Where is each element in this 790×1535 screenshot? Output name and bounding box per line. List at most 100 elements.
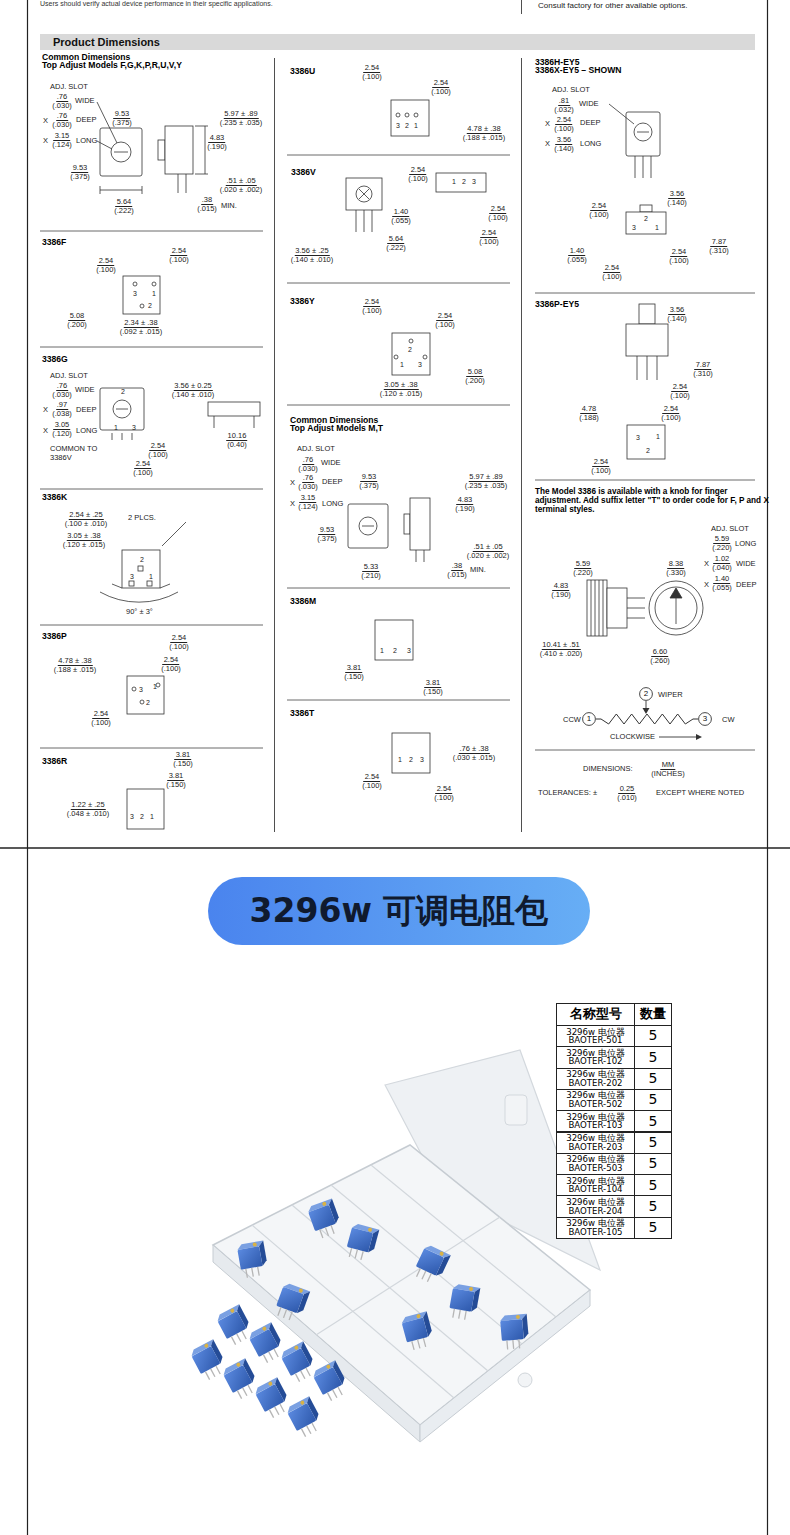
dimension-mm: 4.78 [581,405,598,414]
product-photo [448,1283,480,1321]
dimension-text: X [704,581,709,589]
dimension-inch: (.100) [553,125,575,133]
pin-number: 1 [153,683,157,691]
dimension-text: WIDE [579,100,599,108]
dimension-fraction: 3.15(.124) [51,132,73,150]
dimension-text: X [704,560,709,568]
dimension-fraction: 3.15(.124) [297,494,319,512]
product-photo [311,1360,351,1403]
part-outline [359,189,369,199]
dimension-fraction: .76(.030) [297,456,319,474]
dimension-inch: (.150) [172,760,194,768]
dimension-mm: 1.02 [714,555,731,564]
dimension-inch: (.140) [666,315,688,323]
part-outline [186,174,187,193]
dimension-inch: (.124) [51,141,73,149]
dimension-mm: 3.81 [175,751,192,760]
dimension-fraction: 3.81(.150) [165,772,187,790]
pin-number: 2 [148,302,152,310]
part-outline [112,433,113,440]
dimension-fraction: 10.41 ± .51(.410 ± .020) [539,641,583,659]
section-heading: 3386G [42,355,68,364]
dimension-text: CLOCKWISE [610,733,655,741]
table-cell: 5 [634,1046,672,1068]
dimension-text: DEEP [322,478,342,486]
product-photo [252,1165,556,1398]
dimension-text: ADJ. SLOT [297,445,335,453]
dimension-inch: (.020 ± .002) [466,552,510,560]
pin-number: 1 [149,573,153,581]
dimension-fraction: .76 ± .38(.030 ± .015) [452,745,496,763]
dimension-fraction: 3.81(.150) [343,664,365,682]
dimension-inch: (.030) [297,465,319,473]
table-cell: 3296w 电位器 BAOTER-501 [558,1028,633,1045]
dimension-text: ADJ. SLOT [50,372,88,380]
table-cell: 3296w 电位器 BAOTER-202 [556,1068,635,1090]
dimension-text: LONG [76,137,97,145]
dimension-fraction: .76(.030) [51,382,73,400]
dimension-inch: (.375) [358,482,380,490]
dimension-inch: (.100 ± .010) [64,520,108,528]
dimension-inch: (.030) [51,102,73,110]
dimension-inch: (.140 ± .010) [290,256,334,264]
pin-number: 3 [632,224,636,232]
dimension-inch: (.100) [147,451,169,459]
part-outline [122,550,160,588]
dimension-inch: (.100) [361,73,383,81]
dimension-inch: (.100) [132,469,154,477]
part-outline [133,282,137,286]
dimension-text: WIDE [75,97,95,105]
page-frame [767,0,768,1535]
part-outline [362,526,374,527]
part-outline [205,126,206,174]
dimension-inch: (.310) [692,370,714,378]
part-outline [591,580,592,636]
dimension-inch: (.100) [361,307,383,315]
dimension-fraction: 9.53(.375) [358,473,380,491]
dimension-mm: 7.87 [711,238,728,247]
dimension-inch: (.222) [113,207,135,215]
dimension-fraction: 2.54(.100) [90,710,112,728]
part-outline [254,416,255,428]
page-frame [0,847,790,849]
pin-number: 2 [644,215,648,223]
part-outline [122,433,123,440]
part-outline [655,587,697,629]
dimension-mm: 1.40 [714,575,731,584]
table-cell: 5 [649,1071,658,1086]
pin-number: 2 [121,388,125,396]
table-cell: 3296w 电位器 BAOTER-102 [556,1046,635,1068]
dimension-inch: (.410 ± .020) [539,650,583,658]
part-outline [640,205,652,212]
dimension-fraction: .76(.030) [51,112,73,130]
dimension-text: WIDE [579,100,599,108]
table-cell: 5 [649,1199,658,1214]
terminal-outline [640,688,653,701]
dimension-fraction: 5.08(.200) [464,368,486,386]
dimension-text: X [545,140,550,148]
part-outline [423,355,427,359]
pin-number: 2 [408,346,412,354]
dimension-inch: (.120) [51,430,73,438]
table-header: 名称型号 [556,1003,635,1026]
table-header: 数量 [634,1003,672,1026]
part-outline [634,123,652,141]
dimension-inch: (.100) [487,214,509,222]
dimension-text: ADJ. SLOT [50,83,88,91]
dimension-inch: (.222) [385,244,407,252]
section-divider [40,231,263,232]
part-outline [647,356,648,380]
part-outline [359,189,369,199]
note-text: Users should verify actual device perfor… [40,0,273,8]
dimension-text: LONG [735,540,756,548]
section-heading: Top Adjust Models F,G,K,P,R,U,V,Y [42,61,182,70]
part-outline [132,433,133,440]
pin-number: 3 [407,647,411,655]
dimension-inch: (.375) [316,535,338,543]
dimension-text: LONG [322,500,343,508]
dimension-mm: 0.25 [619,785,636,794]
pin-number: 1 [656,433,660,441]
section-divider [287,155,510,156]
dimension-inch: (.200) [66,321,88,329]
